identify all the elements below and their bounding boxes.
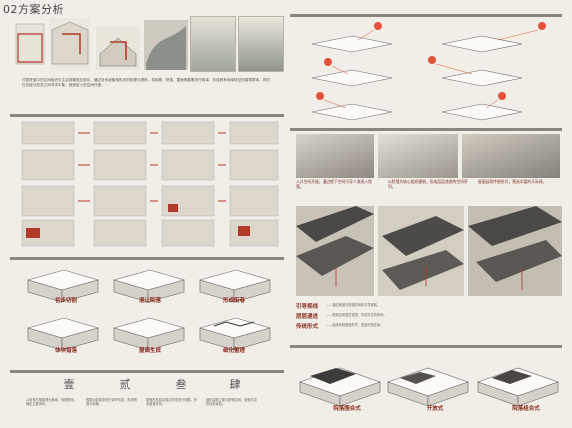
perspective-2: [378, 134, 458, 178]
sun-analysis: [292, 18, 564, 126]
step-text-4: 细化建筑立面与院落空间，营造丰富的场景体验。: [206, 398, 257, 407]
layout-iso-models: [299, 367, 559, 407]
right-note-1: ——通过巷道与院落的转折引导视线。: [326, 303, 381, 307]
step-text-1: 以原有村落肌理为基础，梳理场地，确定主要体块。: [26, 398, 77, 407]
right-text-block: 引导视线 层层递进 传统形式 ——通过巷道与院落的转折引导视线。 ——院落空间层…: [296, 302, 562, 342]
right-line-3: 传统形式: [296, 324, 319, 330]
process-diagrams: [18, 262, 282, 366]
analysis-thumbnails: [21, 121, 279, 247]
step-text-2: 根据功能需求进行体块切割，形成院落与街巷。: [86, 398, 137, 407]
process-label-1: 初步切割: [54, 298, 77, 304]
process-iso-blocks: [26, 269, 272, 351]
page-title: 02方案分析: [3, 3, 64, 16]
layout-renderings: [296, 352, 562, 422]
section-bar-space: [290, 128, 562, 131]
mid-caption-3: 屋面延续传统形式，营造丰富的天际线。: [478, 179, 547, 184]
process-label-4: 体块错落: [54, 348, 77, 354]
layout-label-3: 院落组合式: [512, 406, 540, 412]
section-bar-process: [10, 257, 284, 260]
top-left-sketches: [10, 14, 190, 74]
sun-diagrams: [311, 22, 546, 121]
section-bar-steps: [10, 370, 284, 373]
step-char-4: 肆: [229, 378, 241, 391]
mid-caption-2: 以院落为核心组织建筑，形成层层递进的空间序列。: [388, 179, 468, 189]
section-bar-sun: [290, 14, 562, 17]
process-label-5: 屋面生成: [138, 348, 161, 354]
process-label-2: 退让院落: [138, 298, 161, 304]
section-bar-layout: [290, 345, 562, 348]
mid-caption-1: 入口空间开放，通过檐下空间引导人流进入院落。: [296, 179, 372, 189]
intro-paragraph: 村居院落中的空间组织与生活场景相互依存，通过对传统聚落形态的梳理与提炼，将街巷、…: [22, 78, 270, 87]
step-char-3: 叁: [175, 378, 187, 391]
section-bar-analysis: [10, 114, 284, 117]
layout-label-1: 院落围合式: [333, 406, 361, 412]
right-note-2: ——院落空间层层递进，形成丰富的序列。: [326, 313, 387, 317]
step-char-2: 贰: [119, 378, 131, 391]
right-line-1: 引导视线: [296, 304, 319, 310]
right-line-2: 层层递进: [296, 314, 319, 320]
roof-renderings: [296, 206, 562, 296]
right-note-3: ——延续传统屋面形式，营造村落意象。: [326, 323, 384, 327]
process-label-3: 形成街巷: [222, 298, 245, 304]
layout-label-2: 开放式: [426, 406, 444, 412]
roof-perspectives: [296, 206, 562, 296]
perspective-3: [462, 134, 560, 178]
process-label-6: 细化整理: [222, 348, 245, 354]
step-char-1: 壹: [63, 378, 75, 391]
step-text-3: 屋面形态结合周边环境进行调整，形成错落关系。: [146, 398, 197, 407]
analysis-grid: [18, 120, 282, 250]
perspective-1: [296, 134, 374, 178]
landscape-paintings: [190, 14, 285, 74]
sketch-illustrations: [15, 18, 188, 70]
